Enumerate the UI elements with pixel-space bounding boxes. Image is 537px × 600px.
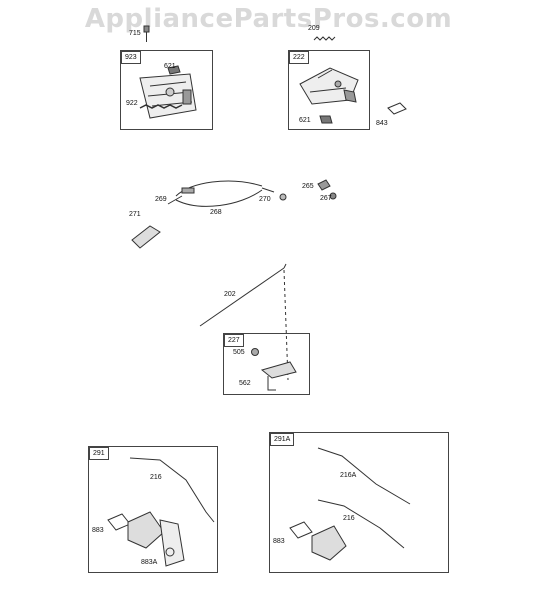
label-265: 265	[302, 183, 314, 190]
label-843: 843	[376, 120, 388, 127]
part-267-screw	[329, 192, 337, 200]
label-883-b: 883	[273, 538, 285, 545]
group-291-box: 291	[88, 446, 218, 573]
group-227-tag: 227	[224, 334, 244, 347]
part-202-rod	[199, 267, 285, 327]
group-222-tag: 222	[289, 51, 309, 64]
label-883-a: 883	[92, 527, 104, 534]
group-291A-box: 291A	[269, 432, 449, 573]
label-922: 922	[126, 100, 138, 107]
label-621-b: 621	[299, 117, 311, 124]
label-216A: 216A	[340, 472, 357, 479]
part-843-gasket	[387, 102, 407, 115]
part-271-lever	[131, 225, 161, 249]
part-222-bracket	[299, 67, 359, 105]
label-715: 715	[129, 30, 141, 37]
part-216-link-b	[317, 499, 405, 549]
part-265-clip	[317, 179, 331, 191]
part-621-clip-a	[167, 65, 181, 75]
label-505: 505	[233, 349, 245, 356]
label-267: 267	[320, 195, 332, 202]
label-209: 209	[308, 25, 320, 32]
part-291-governor	[127, 511, 165, 549]
label-216-b: 216	[343, 515, 355, 522]
part-562-pin	[267, 376, 276, 391]
part-621-clip-b	[319, 115, 333, 124]
label-268: 268	[210, 209, 222, 216]
label-202: 202	[224, 291, 236, 298]
group-227-box: 227	[223, 333, 310, 395]
group-291A-tag: 291A	[270, 433, 295, 446]
part-715-screw	[143, 25, 150, 42]
part-216-link-a	[129, 457, 215, 523]
part-216A-link	[317, 447, 411, 505]
part-922-spring	[139, 104, 183, 109]
part-505-nut	[251, 348, 259, 356]
label-883A: 883A	[141, 559, 158, 566]
part-209-spring	[313, 36, 336, 41]
label-562: 562	[239, 380, 251, 387]
label-269: 269	[155, 196, 167, 203]
label-621-a: 621	[164, 63, 176, 70]
label-270: 270	[259, 196, 271, 203]
part-268-cable	[175, 180, 275, 207]
part-227-lever	[260, 361, 297, 379]
part-883A-plate	[159, 519, 185, 567]
part-270-nut	[279, 193, 287, 201]
group-222-box: 222	[288, 50, 370, 130]
part-883-gasket-b	[289, 521, 313, 539]
group-923-tag: 923	[121, 51, 141, 64]
group-291-tag: 291	[89, 447, 109, 460]
part-269-wire	[167, 195, 183, 205]
part-291A-governor	[311, 525, 347, 561]
label-216-a: 216	[150, 474, 162, 481]
group-923-box: 923	[120, 50, 213, 130]
label-271: 271	[129, 211, 141, 218]
